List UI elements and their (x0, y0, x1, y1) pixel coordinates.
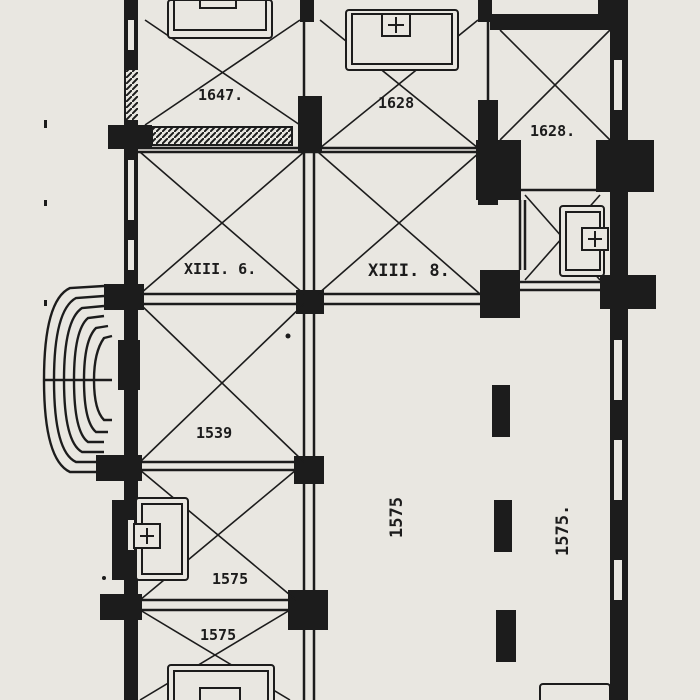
nave-pier-3 (496, 610, 516, 662)
pier-left-2 (104, 284, 144, 310)
nave-pier-1 (492, 385, 510, 437)
wall-openings (128, 20, 622, 600)
pier-left-1 (108, 125, 152, 149)
lower-chapel-pier-right (600, 275, 656, 309)
corner-pier (598, 0, 628, 30)
label-room-xiii-right: XIII. 8. (368, 261, 450, 281)
lower-chapel-pier (480, 270, 520, 318)
wall-segment (300, 0, 314, 22)
vault-diagonals (139, 19, 611, 700)
pier-center-4 (288, 590, 328, 630)
label-nave-1575-right: 1575. (553, 505, 573, 556)
label-room-top-left: 1647. (198, 86, 243, 104)
chapel-pier-right (596, 140, 654, 192)
altar-top-left (167, 0, 273, 39)
top-right-wall (490, 14, 620, 30)
label-room-top-middle: 1628 (378, 94, 414, 112)
label-room-1575-a: 1575 (212, 570, 248, 588)
walls (96, 0, 656, 700)
altar-bottom (167, 664, 275, 700)
pier-center-1 (298, 96, 322, 152)
wall-segment (478, 0, 492, 22)
altar-cross-icon (133, 523, 161, 549)
label-room-1539: 1539 (196, 424, 232, 442)
hatched-wall-left (126, 70, 138, 120)
altar-bottom-right (539, 683, 611, 700)
altar-cross-icon (199, 0, 237, 9)
room-labels: 1647. 1628 1628. XIII. 6. XIII. 8. 1539 … (184, 86, 575, 644)
label-room-top-right: 1628. (530, 122, 575, 140)
altar-cross-icon (199, 687, 241, 700)
altar-cross-icon (381, 13, 411, 37)
apse (42, 284, 113, 474)
pier-center-3 (294, 456, 324, 484)
altar-cross-icon (581, 227, 609, 251)
pier-left-4 (100, 594, 142, 620)
altar-cross-icons (133, 0, 609, 700)
label-nave-1575-center: 1575 (387, 497, 407, 538)
hatched-wall (151, 126, 293, 146)
nave-pier-2 (494, 500, 512, 552)
margin-marks (44, 120, 291, 580)
altar-top-middle (345, 9, 459, 71)
wall-thickening (118, 340, 140, 390)
label-room-xiii-left: XIII. 6. (184, 260, 256, 278)
label-room-1575-b: 1575 (200, 626, 236, 644)
grid-lines (138, 22, 600, 700)
pier-left-3 (96, 455, 142, 481)
